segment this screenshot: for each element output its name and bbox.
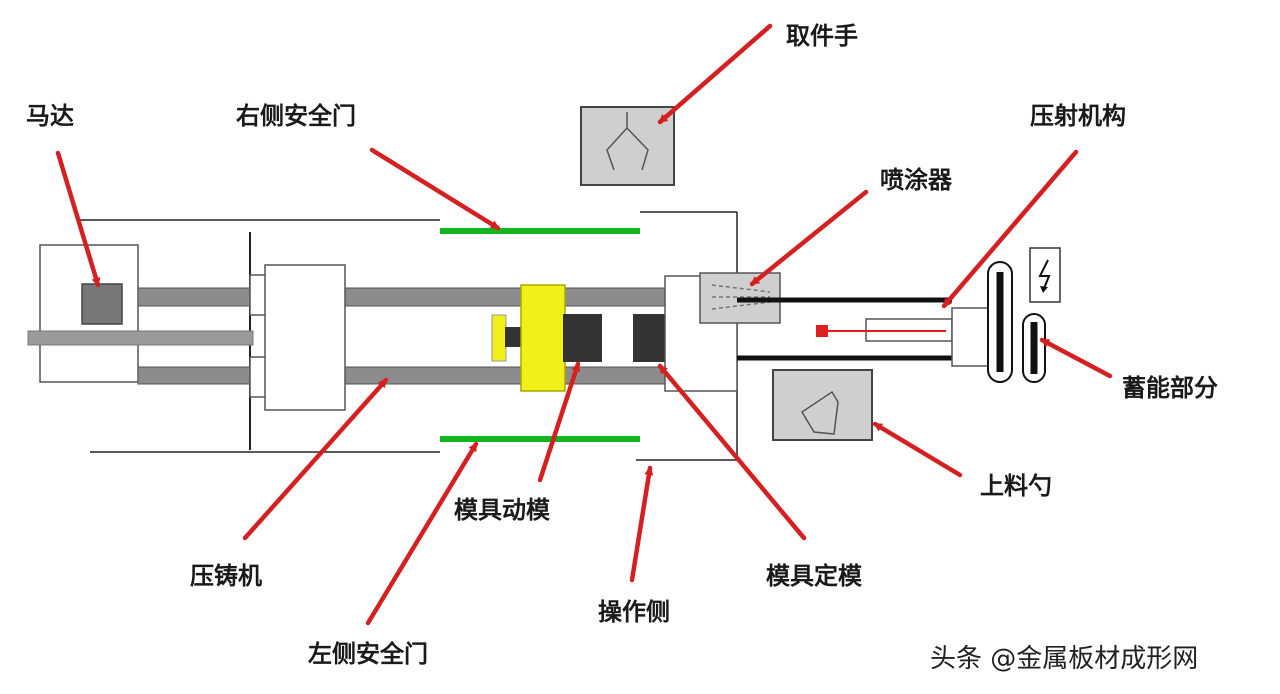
label-sprayer: 喷涂器 <box>880 166 952 194</box>
callout-arrows <box>55 23 1113 626</box>
main-shaft <box>27 330 254 346</box>
arrow-right-door <box>369 147 501 231</box>
fixed-mold-dark <box>633 314 666 362</box>
label-ladle: 上料勺 <box>980 472 1052 500</box>
label-accumulator: 蓄能部分 <box>1122 374 1218 402</box>
label-left-safety-door: 左侧安全门 <box>308 640 428 668</box>
ejector-small <box>491 314 507 362</box>
moving-mold-yellow <box>520 284 566 392</box>
label-injection-mechanism: 压射机构 <box>1030 102 1126 130</box>
left-safety-door <box>440 436 640 442</box>
label-motor: 马达 <box>26 102 74 130</box>
label-fixed-mold: 模具定模 <box>766 562 862 590</box>
tie-rod-upper <box>137 287 667 307</box>
arrow-moving-mold <box>537 361 581 483</box>
right-safety-door <box>440 228 640 234</box>
label-moving-mold: 模具动模 <box>454 496 550 524</box>
label-operator-side: 操作侧 <box>598 598 670 626</box>
arrow-motor <box>55 150 101 288</box>
watermark: 头条 @金属板材成形网 <box>930 644 1199 674</box>
ladle-box <box>772 369 873 441</box>
platen-bushing-upper <box>249 274 267 316</box>
injection-mechanism <box>737 297 989 367</box>
ejector-link <box>505 327 523 347</box>
arrow-injection <box>941 149 1079 309</box>
tie-rod-lower <box>137 366 667 385</box>
arrow-operator-side <box>629 465 654 583</box>
accumulator <box>987 247 1061 383</box>
arrow-robot <box>657 23 773 125</box>
moving-mold-dark <box>563 314 602 362</box>
arrow-die-caster <box>242 377 389 541</box>
label-robot: 取件手 <box>786 22 858 50</box>
arrow-fixed-mold <box>657 363 807 541</box>
arrow-accumulator <box>1039 337 1113 379</box>
platen-bushing-lower <box>249 356 267 398</box>
motor-block <box>81 283 123 325</box>
arrow-sprayer <box>749 189 869 287</box>
label-die-caster: 压铸机 <box>190 562 262 590</box>
moving-platen <box>264 264 346 411</box>
label-right-safety-door: 右侧安全门 <box>236 102 356 130</box>
robot-box <box>580 106 675 186</box>
arrow-left-door <box>365 441 479 626</box>
arrow-ladle <box>872 421 963 478</box>
